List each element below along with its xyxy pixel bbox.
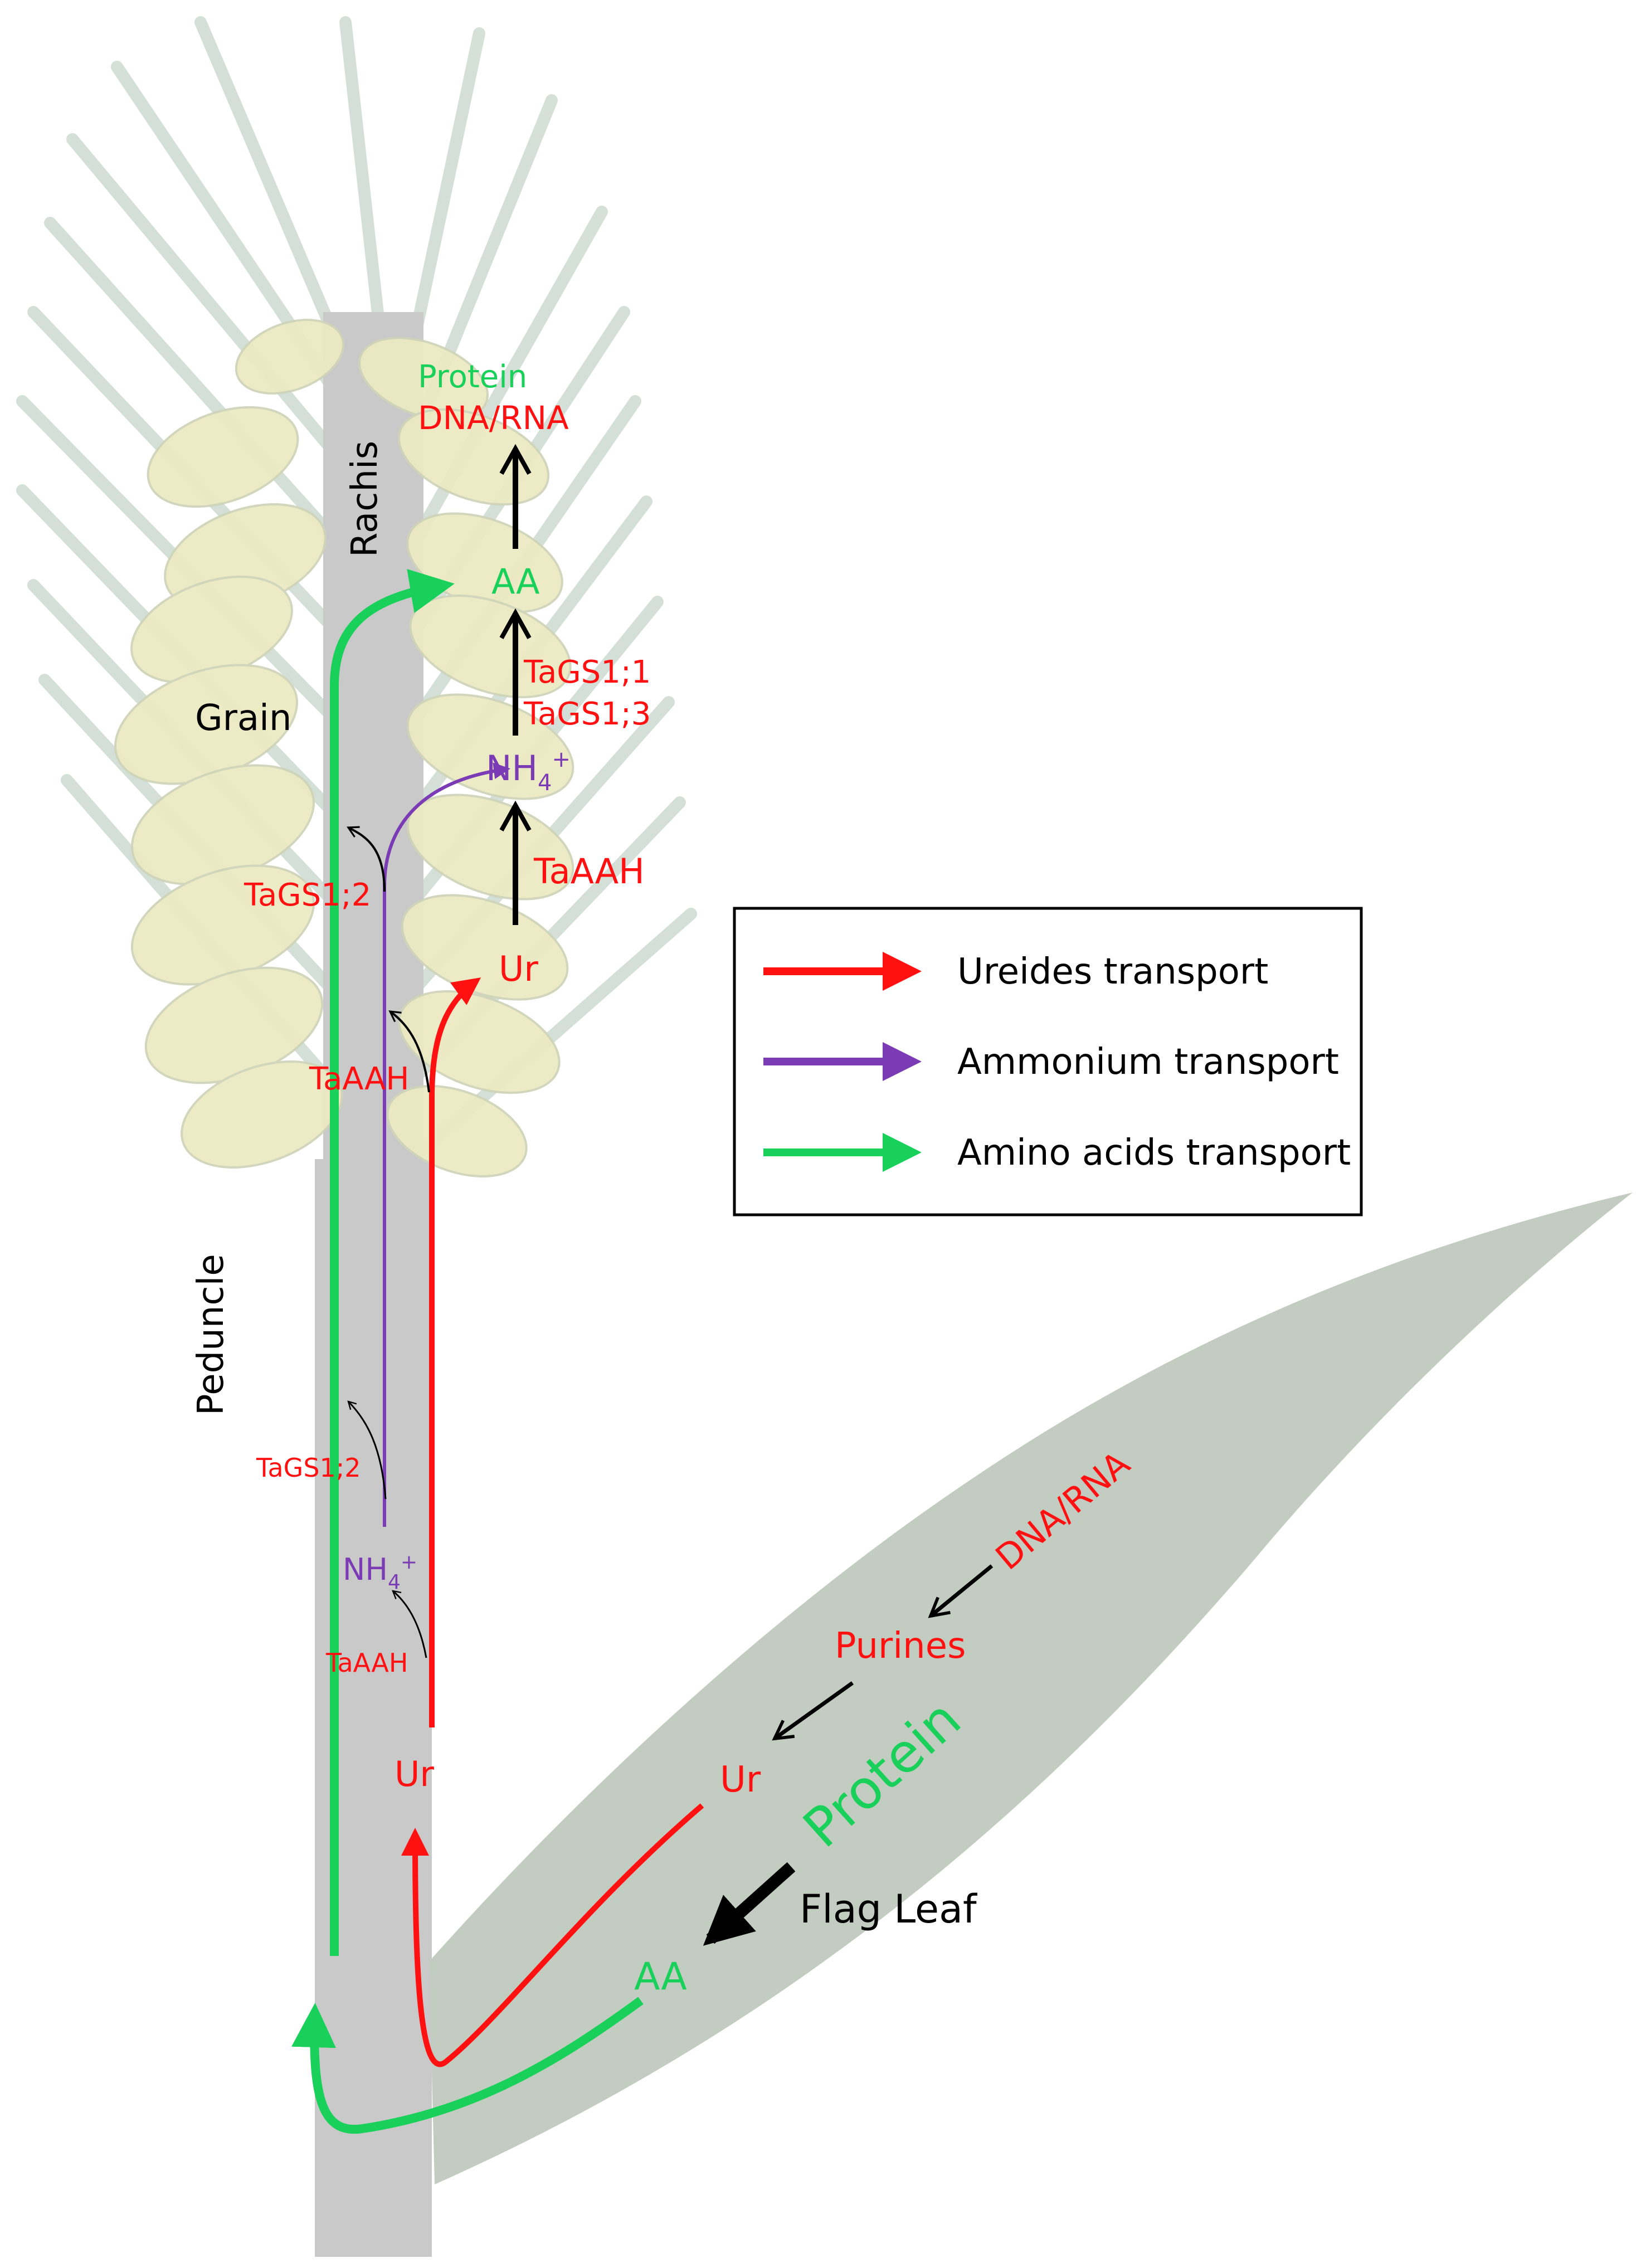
legend-ammonium-label: Ammonium transport bbox=[957, 1041, 1339, 1083]
arrow-dnarna-to-purines bbox=[928, 1564, 994, 1618]
leaf-aa-label: AA bbox=[634, 1955, 687, 1999]
top-taaah-label: TaAAH bbox=[533, 851, 645, 892]
ureide-stem-arrow bbox=[429, 977, 481, 1727]
amino-acid-stem-arrow bbox=[330, 569, 455, 1956]
rachis-label: Rachis bbox=[344, 441, 386, 557]
mid-taaah-label: TaAAH bbox=[309, 1061, 410, 1097]
legend-ureides-label: Ureides transport bbox=[957, 951, 1268, 992]
enzyme-arrow-mid-tags12 bbox=[347, 826, 386, 892]
top-tags13-label: TaGS1;3 bbox=[523, 696, 651, 732]
stem bbox=[315, 312, 432, 2257]
amino-acid-main-arrow bbox=[291, 1997, 644, 2134]
enzyme-arrow-low-tags12 bbox=[347, 1400, 387, 1500]
enzyme-arrow-low-taaah bbox=[392, 1590, 427, 1658]
peduncle-label: Peduncle bbox=[191, 1254, 232, 1415]
low-taaah-label: TaAAH bbox=[325, 1648, 408, 1678]
top-protein-label: Protein bbox=[418, 359, 527, 395]
top-tags11-label: TaGS1;1 bbox=[523, 654, 651, 690]
low-tags12-label: TaGS1;2 bbox=[256, 1453, 361, 1483]
arrow-protein-to-aa bbox=[703, 1862, 796, 1946]
top-ur-label: Ur bbox=[499, 948, 538, 989]
top-aa-label: AA bbox=[491, 561, 540, 602]
grain-label: Grain bbox=[195, 698, 291, 739]
legend-item-amino: Amino acids transport bbox=[763, 1132, 1351, 1174]
legend-item-ureides: Ureides transport bbox=[763, 951, 1268, 992]
legend-item-ammonium: Ammonium transport bbox=[763, 1041, 1339, 1083]
top-dnarna-label: DNA/RNA bbox=[418, 399, 569, 437]
ureide-leaf-arrow bbox=[401, 1803, 704, 2067]
leaf-ur-label: Ur bbox=[720, 1759, 761, 1800]
legend-amino-label: Amino acids transport bbox=[957, 1132, 1351, 1174]
arrow-purines-to-ur bbox=[772, 1681, 854, 1741]
low-ur-label: Ur bbox=[395, 1754, 434, 1794]
ammonium-stem-arrow bbox=[383, 762, 510, 1527]
mid-tags12-label: TaGS1;2 bbox=[244, 877, 371, 913]
enzyme-arrow-mid-taaah bbox=[388, 1010, 430, 1093]
legend: Ureides transport Ammonium transport Ami… bbox=[733, 907, 1363, 1216]
leaf-purines-label: Purines bbox=[835, 1625, 966, 1667]
grains bbox=[114, 319, 574, 1177]
flag-leaf-label: Flag Leaf bbox=[800, 1886, 977, 1932]
flag-leaf bbox=[429, 1193, 1633, 2184]
